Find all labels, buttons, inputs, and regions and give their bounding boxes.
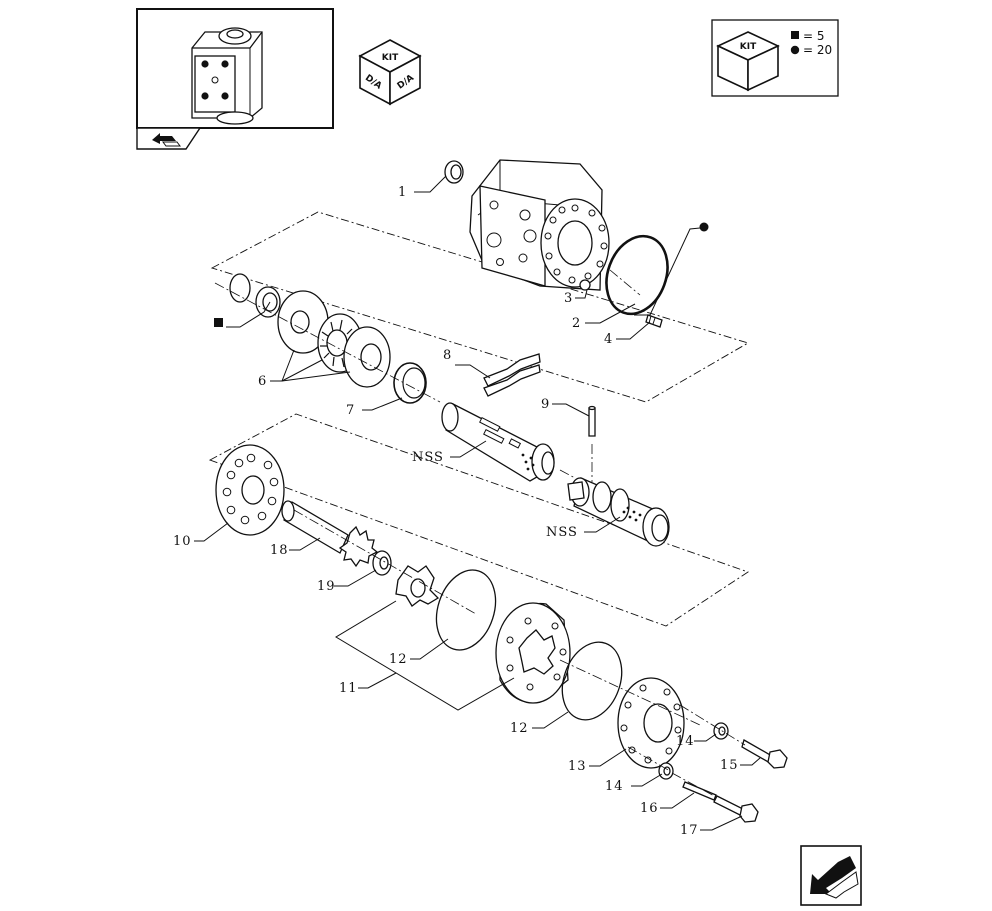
kit-legend: KIT = 5 = 20 <box>711 19 839 97</box>
callout-3: 3 <box>564 291 573 306</box>
upper-kit-boundary <box>210 211 750 403</box>
callout-17: 17 <box>680 823 699 838</box>
part-14-washer-upper[interactable] <box>713 722 729 740</box>
kit-da-badge: KIT D/A D/A <box>358 39 422 106</box>
steering-unit-thumbnail-icon <box>191 27 263 125</box>
callout-9: 9 <box>541 397 550 412</box>
callout-11: 11 <box>339 681 358 696</box>
part-7-ring[interactable] <box>393 362 427 404</box>
callout-19: 19 <box>317 579 336 594</box>
part-8-leaf-springs[interactable] <box>483 353 541 397</box>
sleeve-assembly[interactable] <box>441 402 555 482</box>
part-3-ball[interactable] <box>579 279 591 291</box>
lower-kit-boundary <box>208 413 750 627</box>
callout-1: 1 <box>398 185 407 200</box>
kit-circle-marker-icon <box>699 222 709 232</box>
callout-2: 2 <box>572 316 581 331</box>
callout-14-lower: 14 <box>605 779 624 794</box>
rotor[interactable] <box>395 565 440 607</box>
callout-12-rear: 12 <box>510 721 529 736</box>
part-18-cardan-shaft[interactable] <box>281 500 379 568</box>
part-16-pin[interactable] <box>682 781 717 801</box>
callout-8: 8 <box>443 348 452 363</box>
gerotor-stator[interactable] <box>495 602 571 704</box>
part-14-washer-lower[interactable] <box>658 762 674 780</box>
kit-legend-circle-value: = 20 <box>803 43 832 57</box>
steering-housing[interactable] <box>469 159 610 291</box>
kit-legend-label: KIT <box>740 42 757 52</box>
callout-10: 10 <box>173 534 192 549</box>
kit-badge-label: KIT <box>382 53 399 63</box>
next-page-arrow-icon[interactable] <box>800 845 862 906</box>
part-15-bolt[interactable] <box>741 739 788 769</box>
circle-symbol-icon <box>790 45 800 55</box>
callout-16: 16 <box>640 801 659 816</box>
callout-13: 13 <box>568 759 587 774</box>
part-6-washer-set[interactable] <box>229 273 391 388</box>
return-arrow-icon[interactable] <box>136 127 202 150</box>
callout-18: 18 <box>270 543 289 558</box>
kit-square-marker-icon <box>214 318 223 327</box>
leader-lines <box>194 175 761 831</box>
square-symbol-icon <box>791 31 799 39</box>
part-9-pin[interactable] <box>588 405 596 437</box>
part-11-bracket <box>335 600 515 711</box>
part-17-bolt[interactable] <box>713 795 759 823</box>
part-13-end-cover[interactable] <box>617 677 685 769</box>
part-1-bushing[interactable] <box>444 160 464 184</box>
callout-6: 6 <box>258 374 267 389</box>
callout-12-front: 12 <box>389 652 408 667</box>
part-19-spacer[interactable] <box>372 550 392 576</box>
callout-7: 7 <box>346 403 355 418</box>
part-4-screw[interactable] <box>645 314 663 328</box>
part-12-gasket-front[interactable] <box>427 562 506 657</box>
callout-labels: 1 3 2 4 6 7 8 9 NSS NSS 10 18 19 12 11 1… <box>173 185 739 838</box>
callout-4: 4 <box>604 332 613 347</box>
callout-15: 15 <box>720 758 739 773</box>
callout-14-upper: 14 <box>676 734 695 749</box>
spool-assembly[interactable] <box>567 477 670 547</box>
callout-nss-sleeve: NSS <box>412 450 444 465</box>
callout-nss-spool: NSS <box>546 525 578 540</box>
kit-legend-square-value: = 5 <box>803 29 825 43</box>
part-10-distribution-plate[interactable] <box>215 444 285 536</box>
assembly-thumbnail[interactable] <box>136 8 334 150</box>
part-12-gasket-rear[interactable] <box>552 634 632 728</box>
